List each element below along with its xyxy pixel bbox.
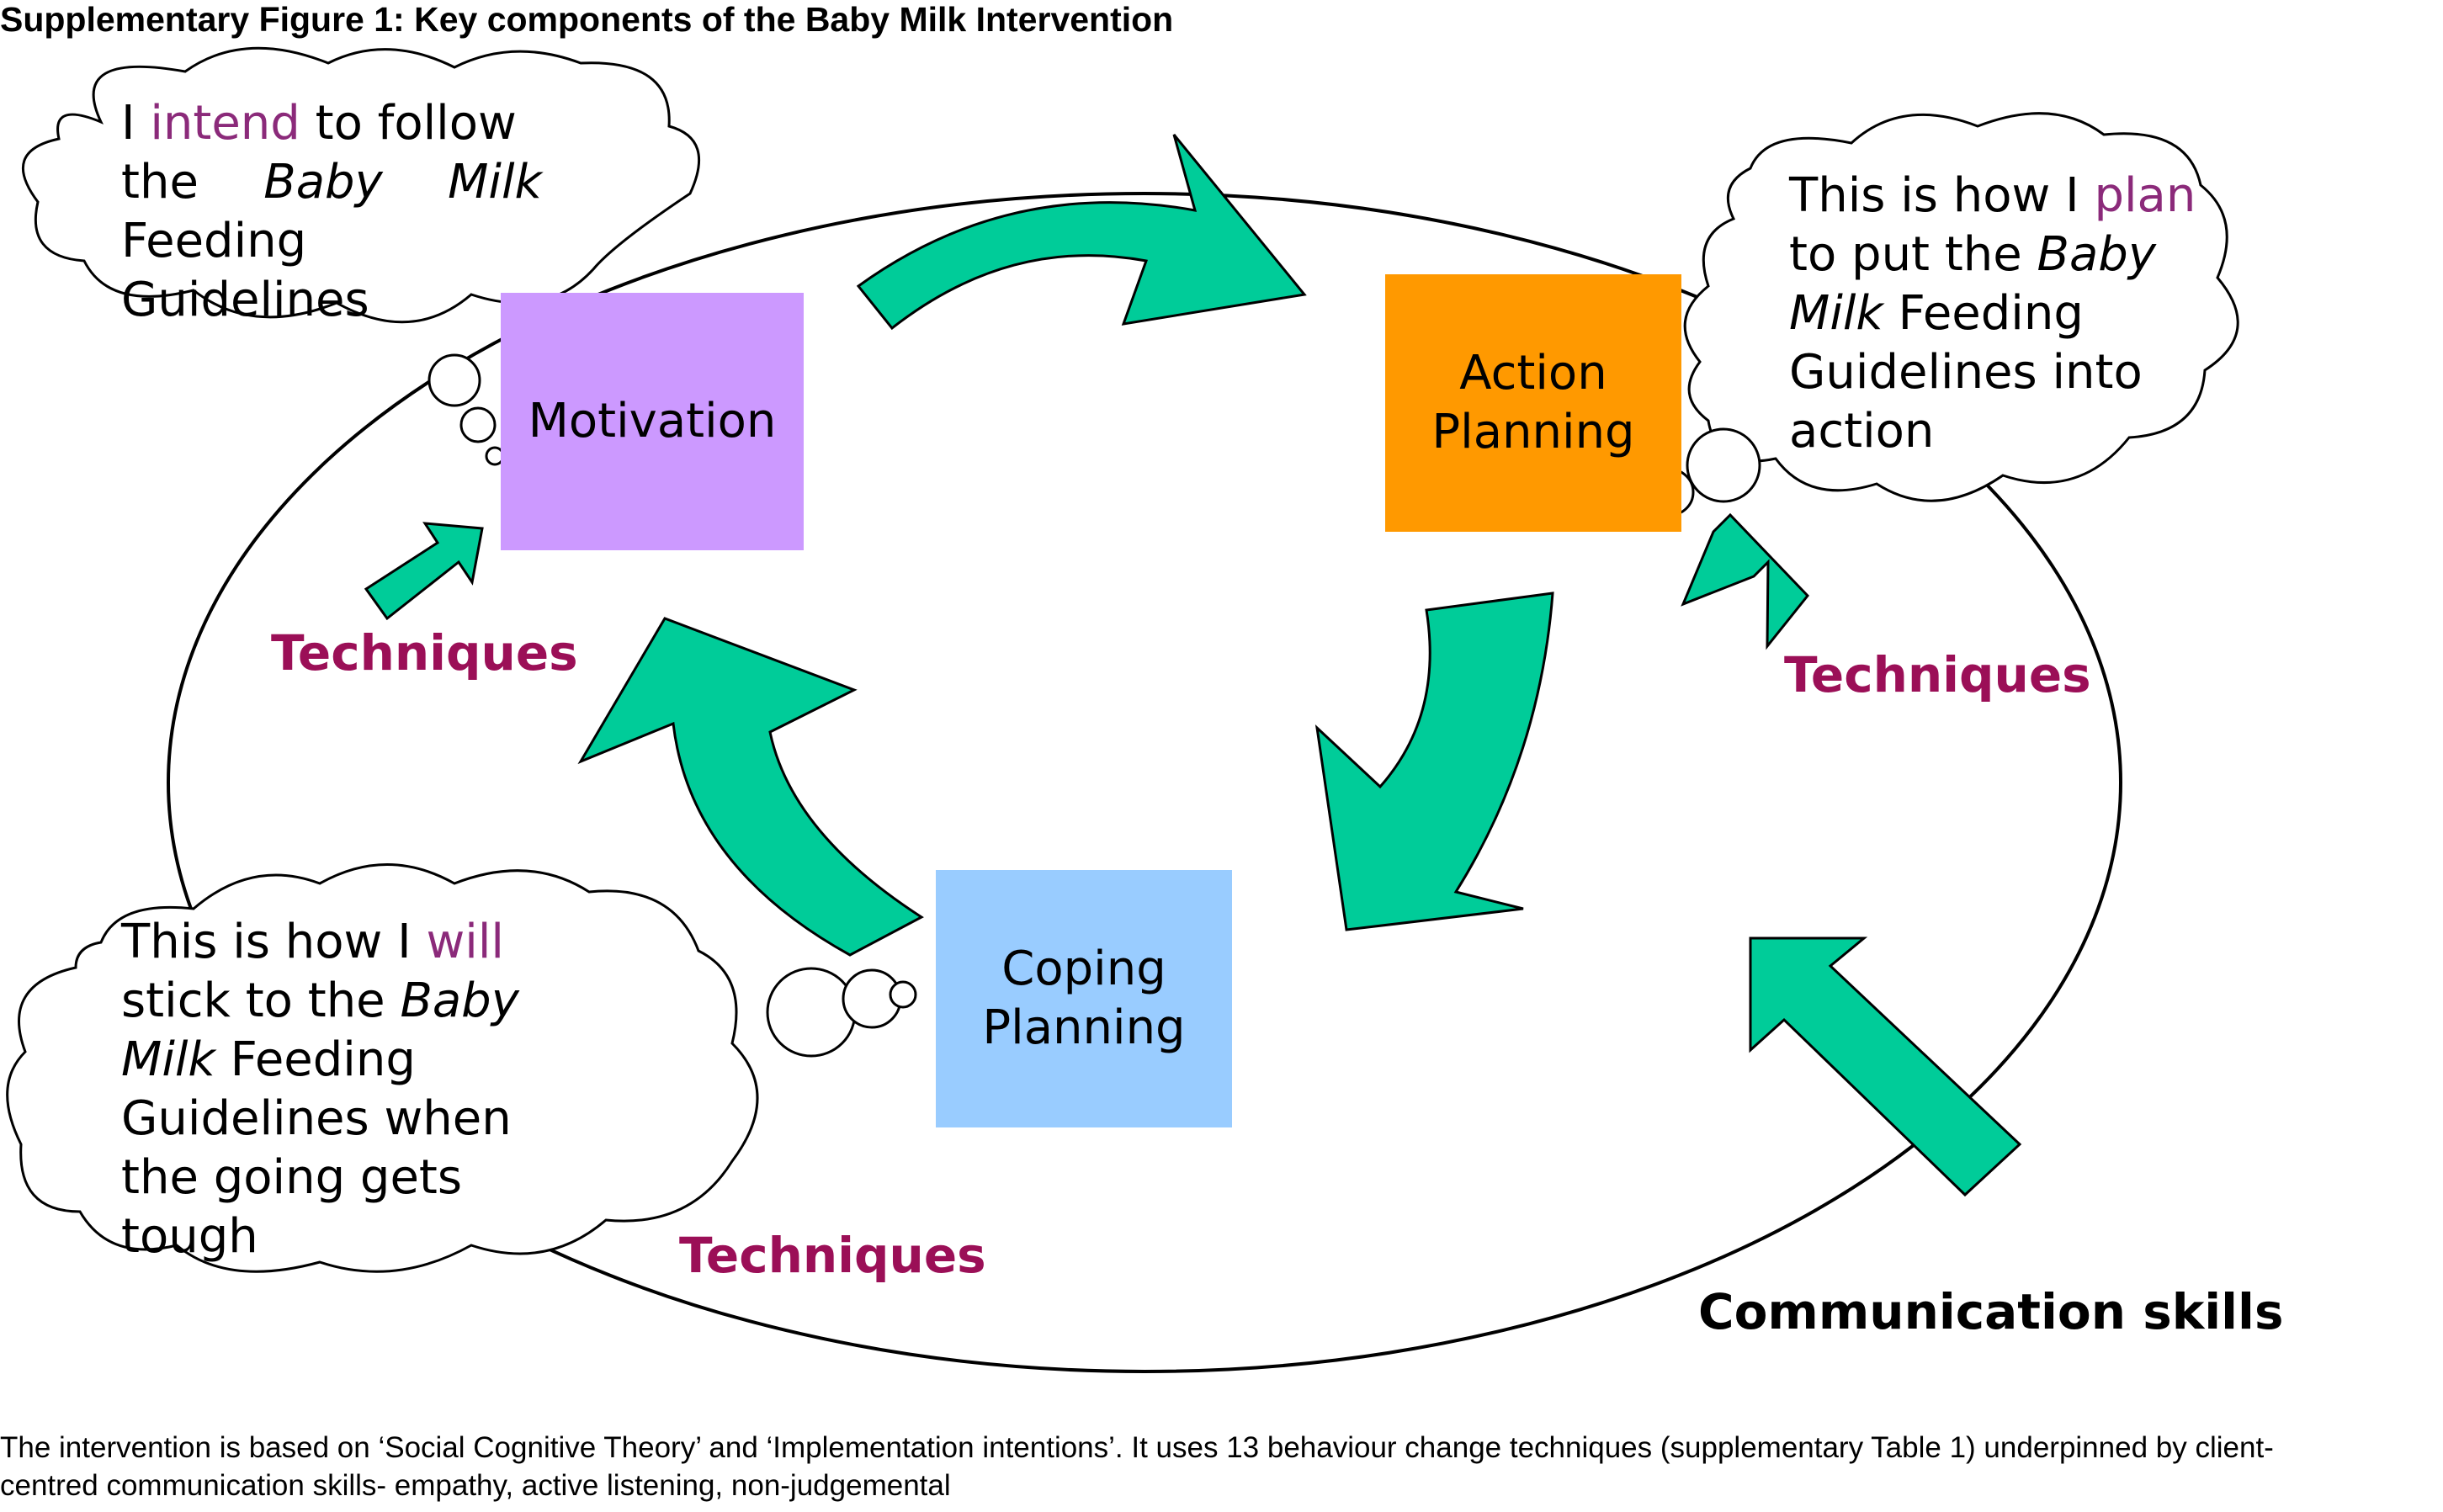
thought-text: to put the [1789,227,2037,282]
coping-planning-box: Coping Planning [936,870,1232,1127]
caption-line-1: The intervention is based on ‘Social Cog… [0,1431,2274,1464]
thought-italic: Milk [121,1032,215,1087]
thought-bubble [889,980,917,1009]
thought-highlight: plan [2094,168,2196,223]
thought-line: action [1789,404,1935,459]
thought-highlight: intend [150,96,300,151]
techniques-label-coping: Techniques [679,1227,986,1284]
thought-italic: Milk [1789,286,1883,341]
action-thought-text: This is how I plan to put the Baby Milk … [1789,167,2196,461]
thought-line: Milk Feeding [1789,284,2196,343]
thought-line: stick to the Baby [121,972,519,1031]
coping-thought-text: This is how I will stick to the Baby Mil… [121,913,519,1266]
motivation-label: Motivation [528,394,777,448]
thought-line: tough [121,1209,258,1264]
thought-text: to follow [300,96,517,151]
thought-text: This is how I [121,915,427,969]
thought-bubble [1686,427,1761,503]
motivation-box: Motivation [501,293,804,550]
thought-text: Feeding [215,1032,416,1087]
action-planning-box: Action Planning [1385,274,1681,532]
motivation-thought-text: I intend to follow the Baby Milk Feeding G… [121,94,542,330]
thought-bubble [459,406,497,443]
thought-line: Guidelines [121,273,369,327]
thought-cloud-motivation [21,46,701,324]
thought-line: to put the Baby [1789,225,2196,284]
thought-italic: Baby [263,155,383,210]
thought-text: This is how I [1789,168,2095,223]
thought-line: Guidelines into [1789,345,2143,400]
thought-text: Feeding [1883,286,2084,341]
thought-text: the [121,155,199,210]
thought-cloud-coping [6,863,759,1273]
thought-line: the Baby Milk [121,153,542,212]
thought-text: I [121,96,151,151]
figure-title: Supplementary Figure 1: Key components o… [0,0,1174,39]
thought-bubble [766,967,857,1058]
techniques-label-action: Techniques [1784,646,2091,703]
techniques-label-motivation: Techniques [271,624,578,682]
cycle-arrow-motivation-to-action [856,134,1307,331]
coping-planning-label-line1: Coping [1001,942,1166,996]
thought-italic: Milk [448,155,542,210]
communication-skills-arrow [1749,936,2022,1197]
thought-text: stick to the [121,974,401,1028]
thought-italic: Baby [2037,227,2156,282]
technique-arrow-action [1681,512,1809,650]
coping-planning-label-line2: Planning [982,1000,1186,1055]
caption-line-2: centred communication skills- empathy, a… [0,1469,951,1502]
action-planning-label-line2: Planning [1431,405,1635,459]
technique-arrow-motivation [364,522,484,621]
thought-line: Feeding [121,214,307,268]
communication-skills-label: Communication skills [1698,1283,2284,1340]
cycle-arrow-coping-to-motivation [577,617,924,957]
thought-line: Milk Feeding [121,1031,519,1090]
figure-caption: The intervention is based on ‘Social Cog… [0,1429,2443,1504]
thought-line: I intend to follow [121,94,542,153]
action-planning-label-line1: Action [1459,346,1607,401]
thought-highlight: will [426,915,504,969]
thought-bubble [428,353,481,407]
thought-italic: Baby [400,974,519,1028]
thought-line: Guidelines when [121,1091,512,1146]
thought-line: This is how I will [121,913,519,972]
thought-cloud-action [1683,112,2239,502]
thought-line: the going gets [121,1150,463,1205]
thought-line: This is how I plan [1789,167,2196,225]
communication-ellipse [167,192,2122,1373]
cycle-arrow-action-to-coping [1314,592,1554,931]
